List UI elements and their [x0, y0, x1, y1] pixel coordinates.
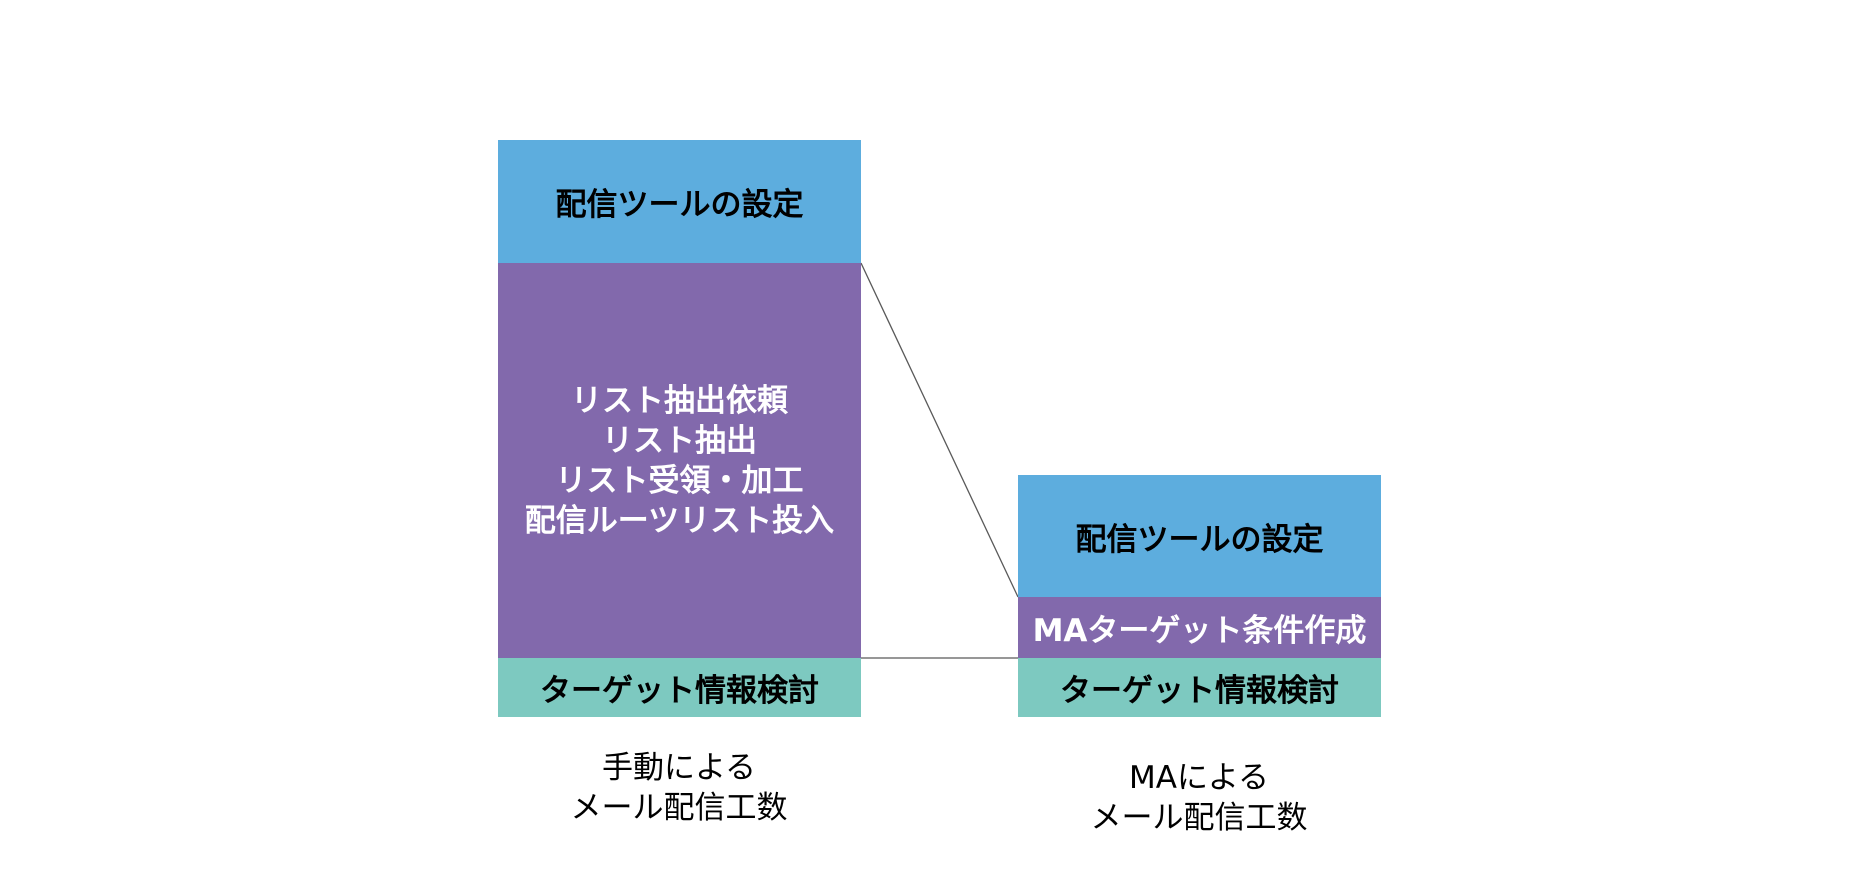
left-settings-label: 配信ツールの設定	[555, 187, 804, 223]
right-ma-condition-block: MAターゲット条件作成	[1018, 597, 1381, 658]
top-connector-line	[860, 262, 1019, 598]
right-settings-block: 配信ツールの設定	[1018, 475, 1381, 597]
right-settings-label: 配信ツールの設定	[1075, 521, 1324, 558]
left-list-work-line: リスト抽出依頼	[571, 382, 788, 419]
left-list-work-line: リスト抽出	[602, 422, 757, 459]
left-list-work-block: リスト抽出依頼 リスト抽出 リスト受領・加工 配信ルーツリスト投入	[498, 263, 861, 658]
left-settings-block: 配信ツールの設定	[498, 140, 861, 263]
left-list-work-line: リスト受領・加工	[555, 462, 804, 499]
left-target-label: ターゲット情報検討	[540, 673, 819, 709]
right-caption: MAによる メール配信工数	[989, 758, 1409, 838]
left-target-block: ターゲット情報検討	[498, 658, 861, 717]
right-caption-line: メール配信工数	[1090, 800, 1308, 836]
left-caption-line: 手動による	[601, 750, 757, 786]
right-target-label: ターゲット情報検討	[1060, 673, 1339, 709]
left-list-work-line: 配信ルーツリスト投入	[524, 502, 835, 539]
left-caption: 手動による メール配信工数	[469, 748, 889, 828]
right-caption-line: MAによる	[1128, 760, 1270, 796]
right-target-block: ターゲット情報検討	[1018, 658, 1381, 717]
right-ma-condition-label: MAターゲット条件作成	[1032, 613, 1367, 649]
left-caption-line: メール配信工数	[570, 790, 788, 826]
